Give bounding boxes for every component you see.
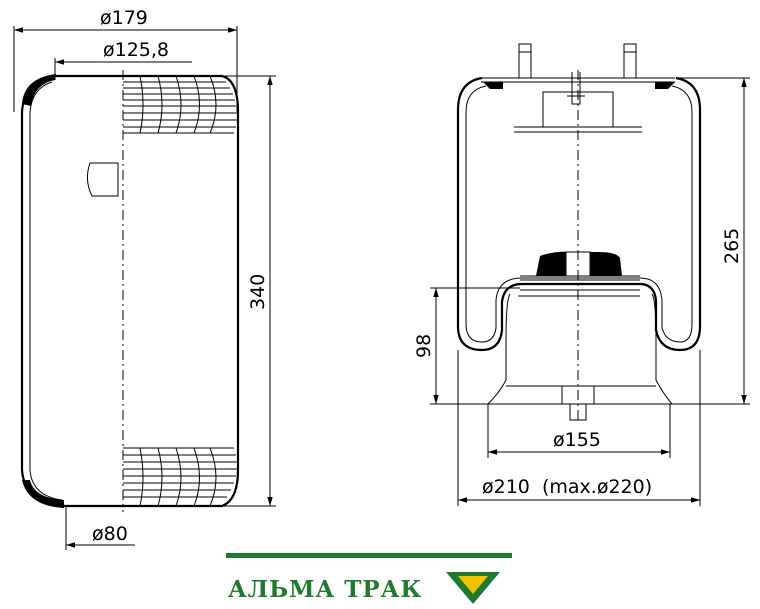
left-view: ø179 ø125,8 ø80 340: [13, 7, 276, 550]
brand-name: АЛЬМА ТРАК: [228, 576, 422, 603]
dim-left-height: 340: [222, 75, 276, 507]
dim-piston-diameter: ø155: [487, 404, 671, 458]
dim-bellow-diameter: ø210 (max.ø220): [457, 350, 701, 506]
dim-piston-diameter-label: ø155: [553, 429, 601, 451]
dim-piston-height-label: 98: [413, 334, 435, 358]
dim-bottom-diameter: ø80: [65, 506, 135, 550]
dim-outer-diameter: ø179: [13, 7, 238, 112]
left-bottom-grid: [123, 447, 237, 507]
dim-piston-height: 98: [413, 287, 520, 405]
dim-bottom-diameter-label: ø80: [92, 523, 128, 545]
right-bellow-outline: [456, 76, 702, 352]
dim-top-plate-diameter: ø125,8: [54, 39, 192, 80]
top-plate: [481, 72, 675, 133]
dim-outer-diameter-label: ø179: [100, 7, 148, 29]
dim-bellow-diameter-label: ø210 (max.ø220): [482, 476, 652, 498]
dim-right-height-label: 265: [721, 228, 743, 264]
checkmark-logo-icon: [446, 572, 500, 604]
brand-block: АЛЬМА ТРАК: [226, 553, 512, 604]
dim-left-height-label: 340: [247, 274, 269, 310]
dim-right-height: 265: [660, 77, 750, 405]
bump-stop: [520, 251, 640, 281]
left-side-notch: [86, 162, 119, 197]
brand-bar: [226, 553, 512, 558]
dim-top-plate-diameter-label: ø125,8: [103, 39, 169, 61]
left-top-grid: [123, 75, 237, 134]
left-bellow-outline: [20, 74, 240, 508]
piston: [487, 289, 673, 421]
right-view: 265 98 ø155 ø210 (max.ø220): [413, 43, 750, 506]
